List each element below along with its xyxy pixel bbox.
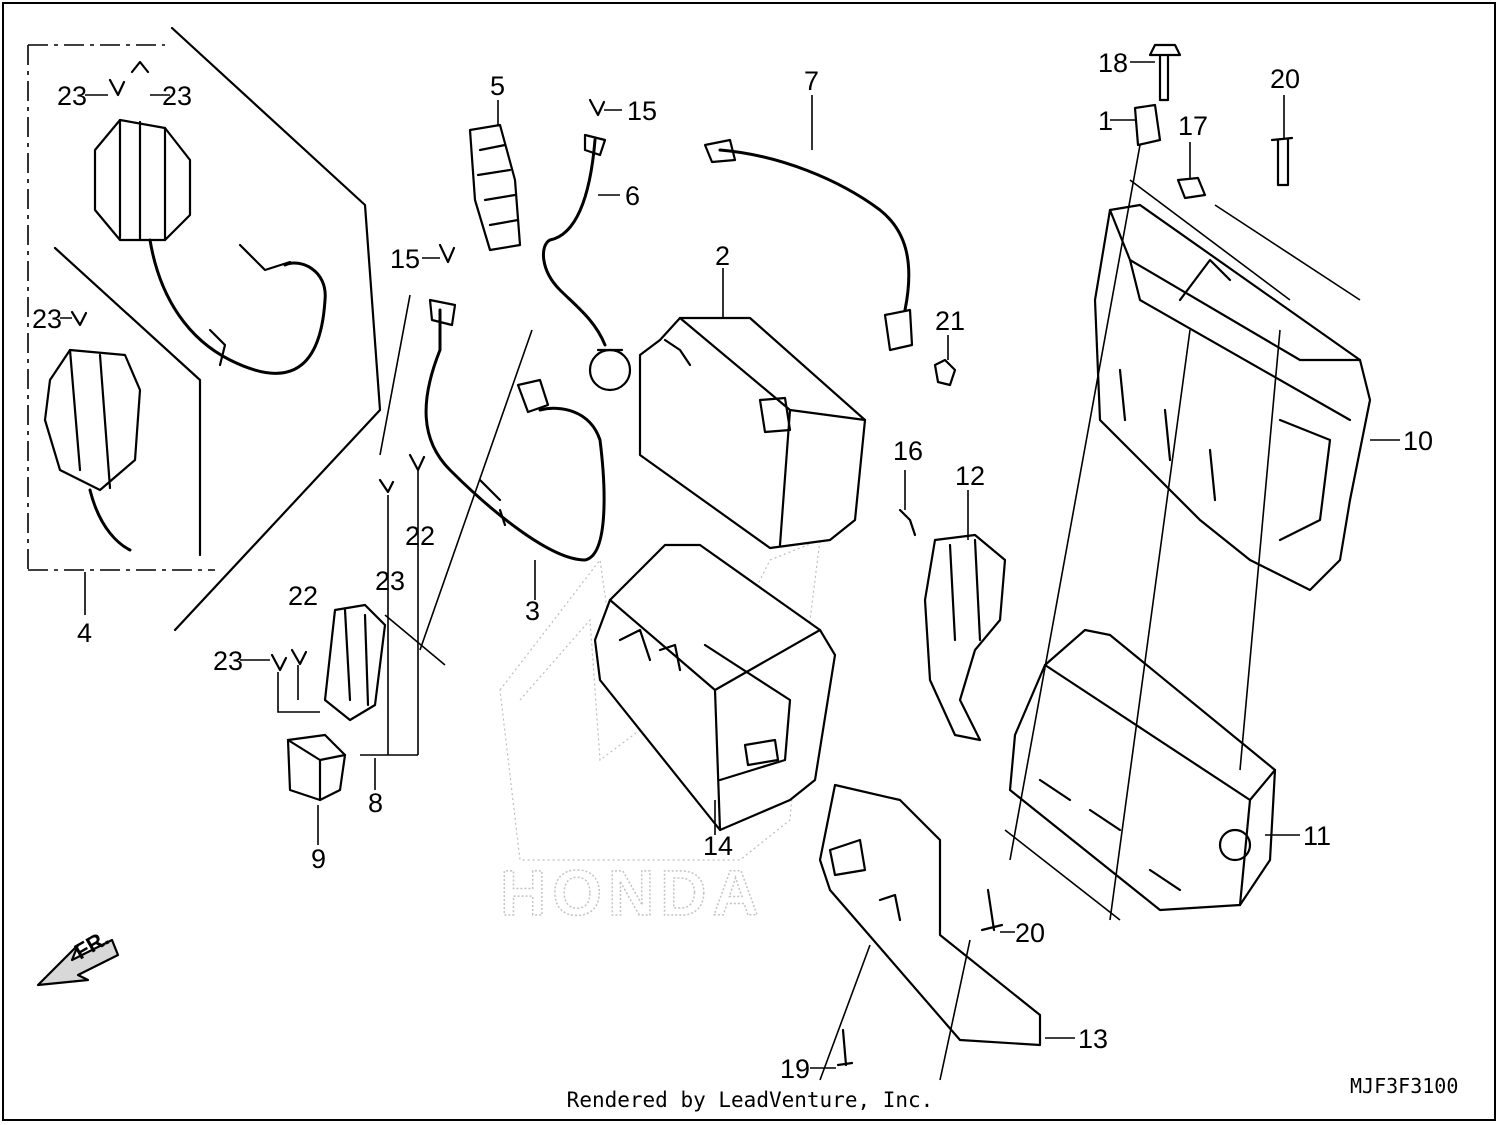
- callout-numbers: 1 2 3 4 5 6 7 8 9 10 11 12 13 14 15 15 1…: [32, 48, 1433, 1084]
- callout-23b: 23: [162, 81, 192, 111]
- callout-20a: 20: [1270, 64, 1300, 94]
- part-7-cable: [703, 95, 914, 352]
- callout-21: 21: [935, 306, 965, 336]
- part-13-plate: [818, 783, 1075, 1081]
- callout-10: 10: [1403, 426, 1433, 456]
- part-9-cap: [286, 733, 347, 845]
- part-20-screw: [980, 95, 1294, 933]
- callout-16: 16: [893, 436, 923, 466]
- callout-22a: 22: [405, 521, 435, 551]
- part-1-collar: [1110, 103, 1162, 147]
- callout-23a: 23: [57, 81, 87, 111]
- footer-credit: Rendered by LeadVenture, Inc.: [566, 1088, 934, 1112]
- honda-watermark: HONDA: [499, 539, 821, 930]
- callout-15a: 15: [627, 96, 657, 126]
- callout-9: 9: [311, 844, 326, 874]
- callout-15b: 15: [390, 244, 420, 274]
- callout-22b: 22: [288, 581, 318, 611]
- part-6-cable: [541, 133, 632, 392]
- part-12-relay: [898, 470, 1007, 742]
- callout-20b: 20: [1015, 918, 1045, 948]
- diagram-code: MJF3F3100: [1350, 1074, 1458, 1098]
- front-direction-arrow: FR.: [36, 925, 120, 987]
- sub-harness-assembly: [27, 26, 382, 632]
- part-11-tray: [1004, 144, 1300, 921]
- callout-13: 13: [1078, 1024, 1108, 1054]
- callout-7: 7: [804, 66, 819, 96]
- clip-15: [422, 98, 622, 264]
- callout-23e: 23: [213, 646, 243, 676]
- callout-4: 4: [77, 618, 92, 648]
- callout-19: 19: [780, 1054, 810, 1084]
- part-21-bolt: [933, 335, 957, 387]
- honda-watermark-text: HONDA: [500, 857, 765, 929]
- part-18-bolt: [1130, 43, 1182, 102]
- part-10-frame: [1093, 179, 1400, 592]
- callout-1: 1: [1098, 106, 1113, 136]
- callout-8: 8: [368, 788, 383, 818]
- callout-6: 6: [625, 181, 640, 211]
- connector-group-8: [240, 453, 446, 790]
- callout-17: 17: [1178, 111, 1208, 141]
- part-2-battery: [638, 268, 867, 550]
- callout-23d: 23: [375, 566, 405, 596]
- callout-12: 12: [955, 461, 985, 491]
- callout-23c: 23: [32, 304, 62, 334]
- part-17-nut: [1176, 142, 1207, 200]
- callout-3: 3: [525, 596, 540, 626]
- callout-5: 5: [490, 71, 505, 101]
- part-14-battery-box: [593, 543, 837, 835]
- part-5-cover: [468, 100, 522, 252]
- part-19-screw: [810, 1028, 854, 1069]
- callout-14: 14: [703, 831, 733, 861]
- callout-18: 18: [1098, 48, 1128, 78]
- callout-11: 11: [1303, 821, 1331, 851]
- callout-2: 2: [715, 241, 730, 271]
- part-3-cable: [379, 294, 606, 651]
